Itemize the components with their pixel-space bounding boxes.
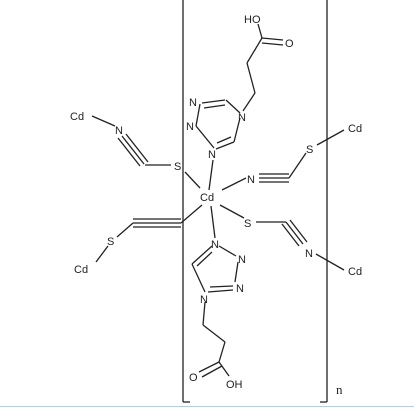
upper-left-thiocyanate: [91, 115, 201, 189]
top-tetrazole-n3: N: [208, 149, 216, 161]
upper-left-s-label: S: [174, 161, 181, 173]
top-tetrazole-n1: N: [189, 97, 197, 109]
lower-left-thiocyanate: [95, 204, 203, 263]
top-carboxyl-oh-label: HO: [244, 14, 261, 26]
upper-right-cd-label: Cd: [348, 123, 362, 135]
bond-cd-top-n: [208, 159, 214, 191]
upper-left-cd-label: Cd: [70, 111, 84, 123]
top-tetrazole-n4: N: [238, 112, 246, 124]
top-carboxyl-o-label: O: [285, 38, 294, 50]
lower-right-s-label: S: [244, 218, 251, 230]
lower-right-cd-label: Cd: [348, 266, 362, 278]
upper-right-thiocyanate: [221, 129, 345, 191]
bottom-tetrazole-ligand: [191, 245, 239, 378]
bottom-tetrazole-n1: N: [211, 239, 219, 251]
cd-center-label: Cd: [200, 192, 214, 204]
repeat-unit-n: n: [336, 382, 343, 397]
bottom-tetrazole-n3: N: [236, 283, 244, 295]
bottom-carboxyl-o-label: O: [189, 372, 198, 384]
bottom-carboxyl-oh-label: OH: [226, 379, 243, 391]
upper-right-n-label: N: [247, 174, 255, 186]
upper-left-n-label: N: [115, 125, 123, 137]
bottom-divider: [0, 406, 414, 407]
bottom-tetrazole-n2: N: [238, 254, 246, 266]
polymer-bracket-left: [182, 0, 190, 403]
lower-left-cd-label: Cd: [74, 264, 88, 276]
lower-right-n-label: N: [305, 248, 313, 260]
bond-cd-bottom-n: [210, 205, 216, 239]
lower-right-thiocyanate: [219, 204, 345, 271]
lower-left-s-label: S: [107, 236, 114, 248]
top-tetrazole-ligand: [195, 23, 284, 150]
bottom-tetrazole-n4: N: [200, 294, 208, 306]
upper-right-s-label: S: [306, 144, 313, 156]
polymer-bracket-right: [320, 0, 328, 403]
top-tetrazole-n2: N: [186, 121, 194, 133]
